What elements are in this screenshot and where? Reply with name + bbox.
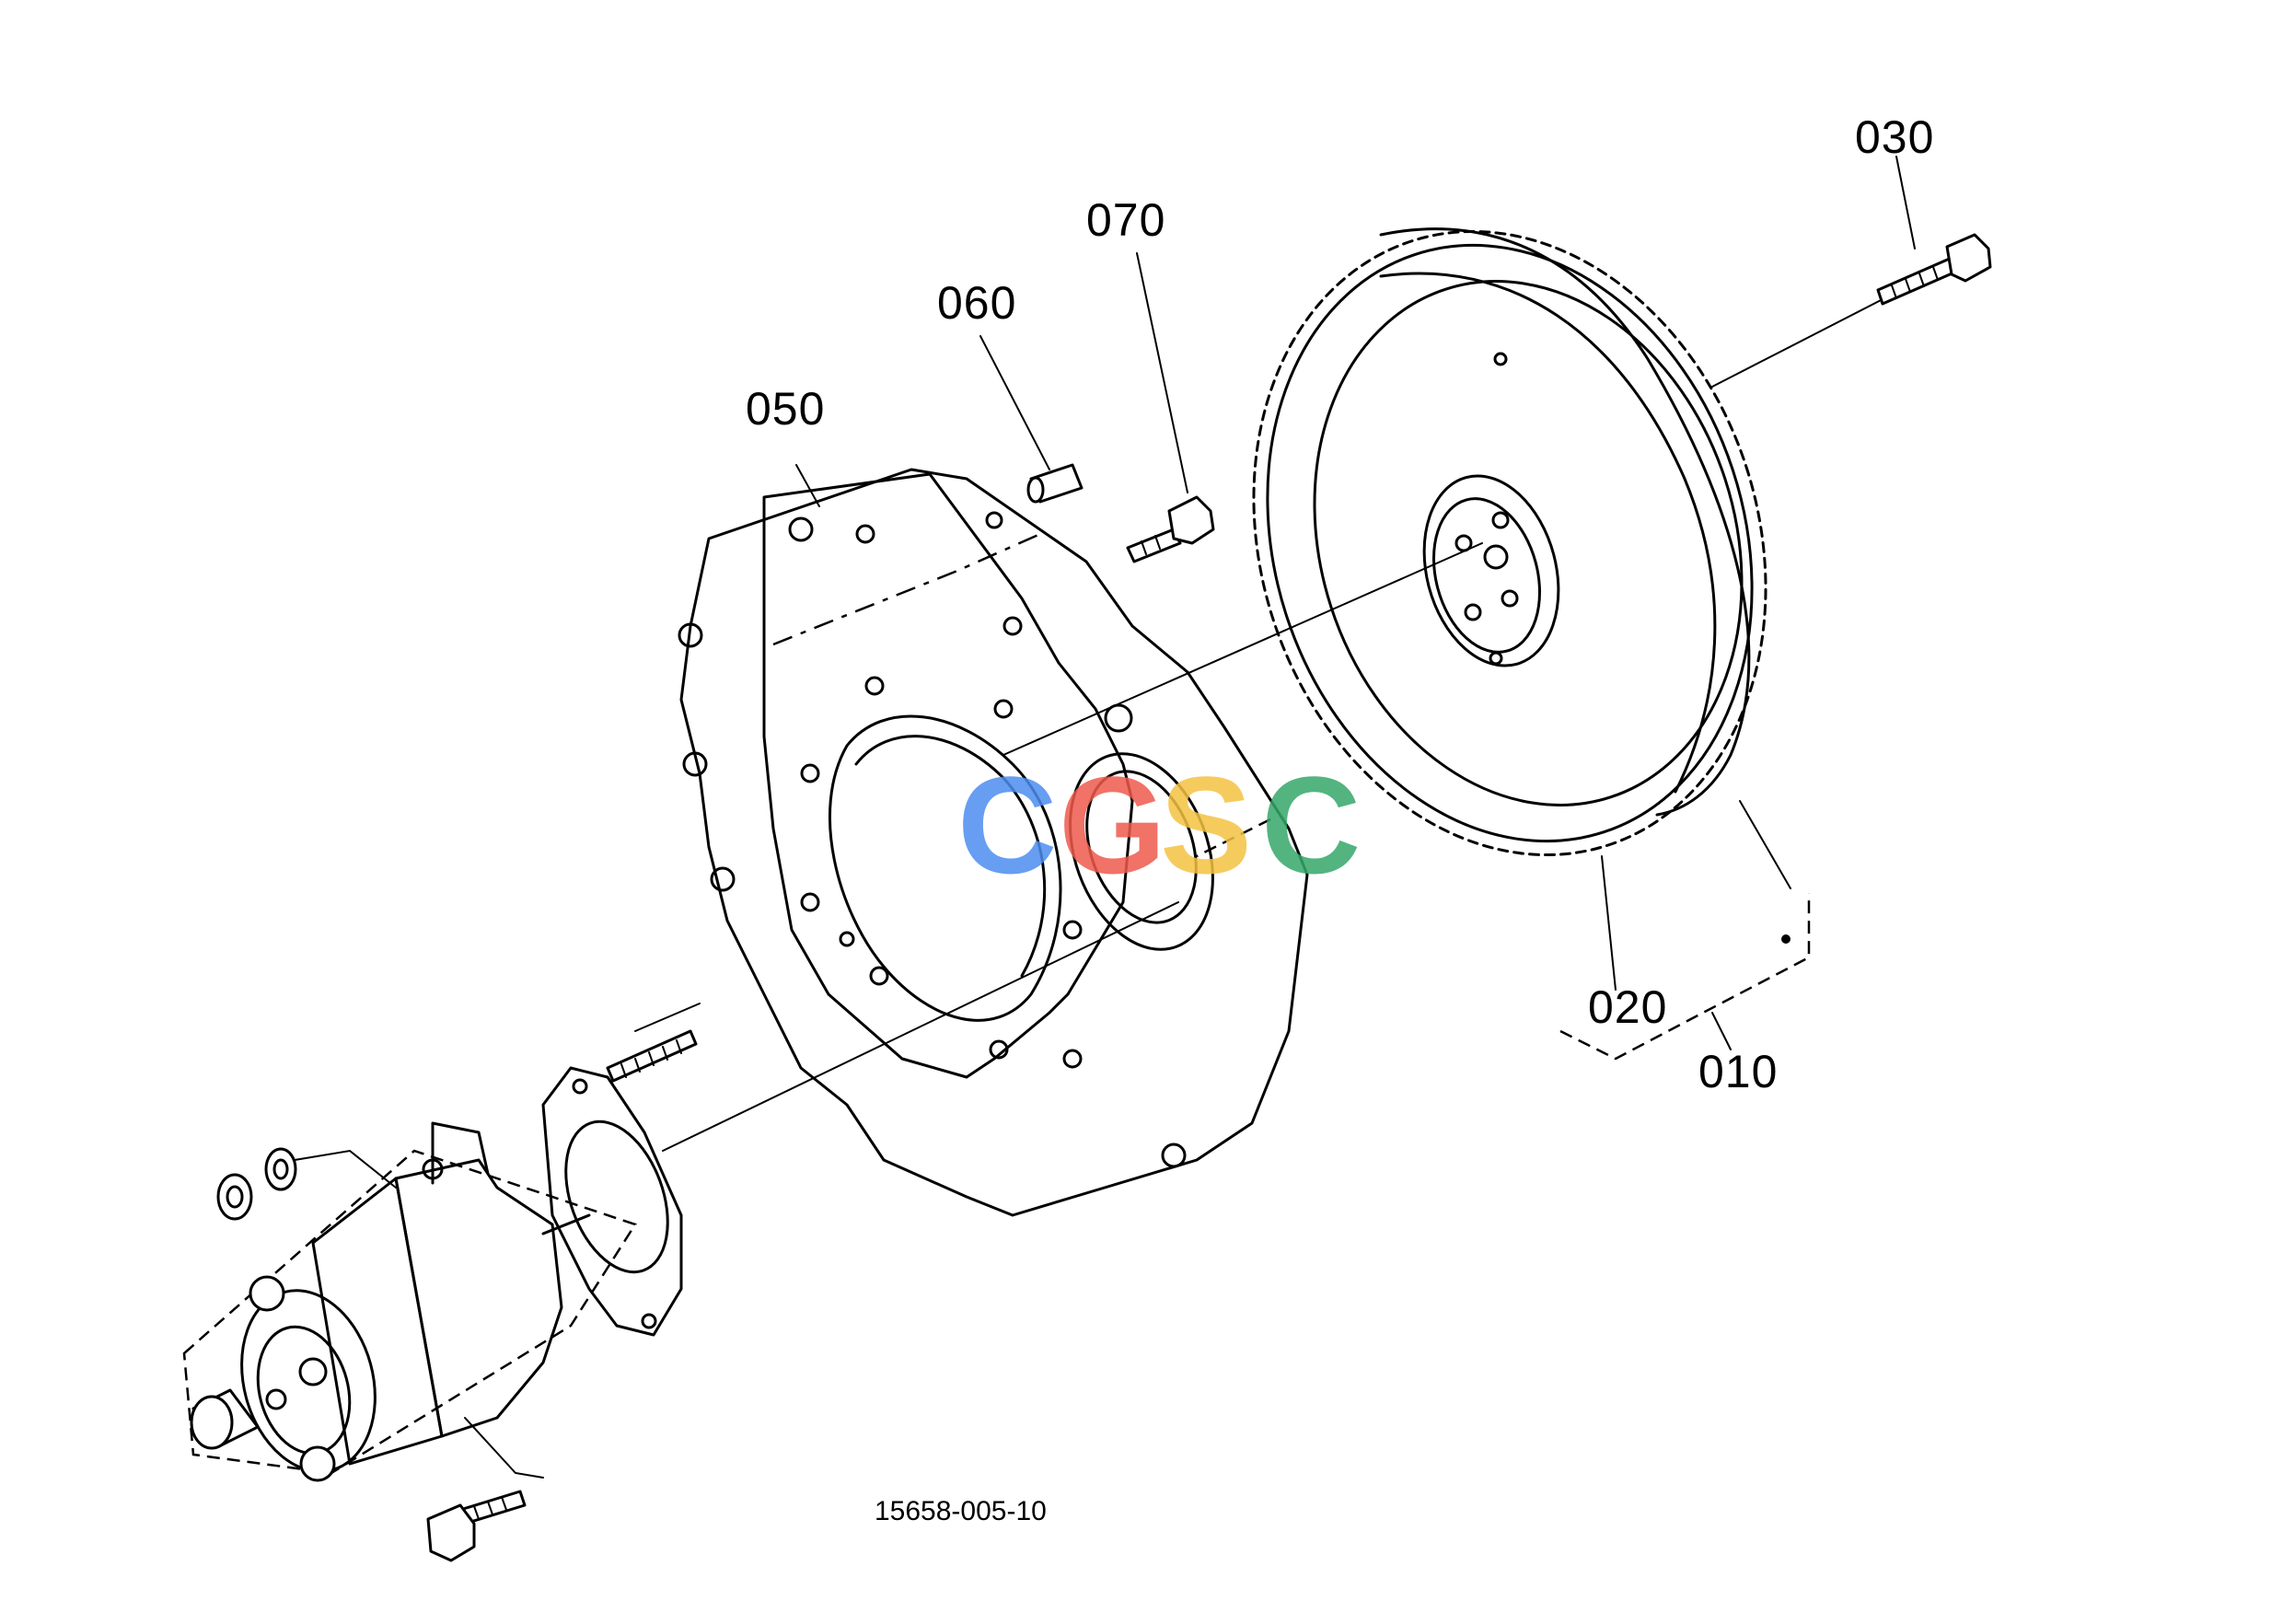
part-label-050: 050: [746, 383, 826, 435]
part-label-020: 020: [1588, 981, 1668, 1033]
starter-stud: [606, 1029, 698, 1083]
assembly-bracket-010: [1559, 893, 1811, 1061]
watermark: C G S C: [957, 746, 1418, 902]
part-label-030: 030: [1855, 111, 1935, 163]
housing-bolt-holes: [678, 511, 1187, 1168]
flywheel-housing: [678, 468, 1309, 1217]
watermark-letter-3: S: [1160, 748, 1253, 902]
watermark-letter-2: G: [1059, 748, 1166, 902]
starter-bolt: [426, 1417, 544, 1562]
starter-nut-and-washer: [216, 1147, 397, 1221]
dowel-pin-060: [1026, 463, 1084, 504]
part-label-010: 010: [1698, 1046, 1779, 1097]
flywheel-bolt-030: [1876, 233, 1992, 306]
part-label-070: 070: [1086, 194, 1166, 246]
flywheel-with-ring-gear: [1252, 227, 1767, 857]
leader-lines: [795, 156, 1916, 1050]
watermark-letter-1: C: [957, 748, 1058, 902]
starter-motor: [182, 1121, 637, 1482]
drawing-number: 15658-005-10: [875, 1496, 1047, 1526]
watermark-letter-4: C: [1261, 748, 1362, 902]
starter-gasket: [541, 1066, 683, 1337]
part-label-060: 060: [937, 277, 1017, 329]
housing-bolt-070: [1126, 495, 1215, 563]
